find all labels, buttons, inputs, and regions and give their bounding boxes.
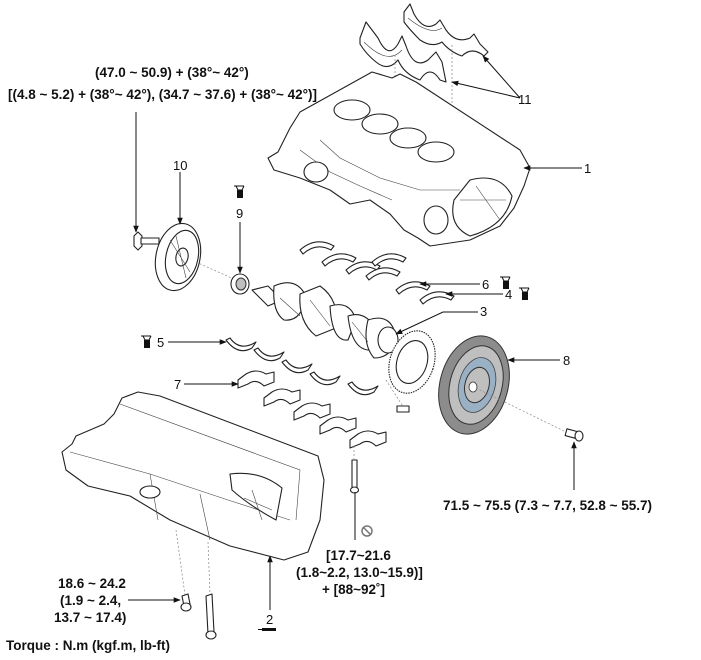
callout-9: 9 — [236, 206, 243, 221]
oil-can-icon — [141, 335, 152, 348]
callout-1: 1 — [584, 161, 591, 176]
leader-11b — [482, 55, 521, 99]
sealant-tube-icon — [258, 628, 276, 631]
callout-6: 6 — [482, 277, 489, 292]
bearing-cap-bolt-torque-line2: (1.8~2.2, 13.0~15.9)] — [296, 565, 423, 580]
bearing-cap-bolt-torque-line1: [17.7~21.6 — [326, 548, 391, 563]
bearing-cap-bolt — [349, 459, 360, 494]
callout-5: 5 — [157, 335, 164, 350]
pulley-bolt-torque-line1: (47.0 ~ 50.9) + (38°~ 42°) — [95, 65, 249, 80]
prohibited-icon — [361, 525, 373, 537]
upper-main-bearings — [299, 241, 455, 305]
callout-4: 4 — [505, 287, 512, 302]
oil-pan-bolt-torque-line2: (1.9 ~ 2.4, — [60, 593, 121, 608]
callout-7: 7 — [174, 377, 181, 392]
ring-gear-plate — [388, 330, 436, 394]
callout-10: 10 — [173, 158, 187, 173]
cylinder-block — [267, 71, 531, 247]
crankshaft-pulley — [154, 222, 202, 292]
oil-pan-bolt-torque-line3: 13.7 ~ 17.4) — [54, 610, 126, 625]
callout-11: 11 — [518, 92, 532, 107]
plate-bolt — [396, 405, 410, 413]
callout-8: 8 — [563, 353, 570, 368]
lower-main-bearings — [225, 337, 379, 396]
oil-pan-bolt-torque-line1: 18.6 ~ 24.2 — [58, 576, 126, 591]
pulley-bolt — [133, 231, 160, 251]
bearing-cap-bolt-torque-line3: + [88~92˚] — [322, 582, 385, 597]
oil-can-icon — [500, 276, 511, 289]
oil-pan-bolts — [180, 593, 217, 640]
crankshaft — [251, 282, 399, 359]
oil-can-icon — [519, 287, 530, 300]
front-oil-seal — [230, 273, 250, 295]
torque-unit-note: Torque : N.m (kgf.m, lb-ft) — [6, 638, 170, 653]
callout-3: 3 — [480, 304, 487, 319]
oil-can-icon — [234, 185, 245, 198]
leader-3 — [395, 311, 478, 335]
callout-2: 2 — [266, 612, 273, 627]
flywheel-bolt-torque: 71.5 ~ 75.5 (7.3 ~ 7.7, 52.8 ~ 55.7) — [443, 498, 652, 513]
main-bearing-caps — [237, 370, 387, 449]
flywheel — [438, 335, 510, 435]
lower-crankcase — [61, 391, 325, 561]
pulley-bolt-torque-line2: [(4.8 ~ 5.2) + (38°~ 42°), (34.7 ~ 37.6)… — [8, 87, 317, 102]
water-jacket-insert — [359, 3, 489, 83]
leader-11a — [451, 80, 521, 99]
flywheel-bolt — [564, 428, 584, 442]
